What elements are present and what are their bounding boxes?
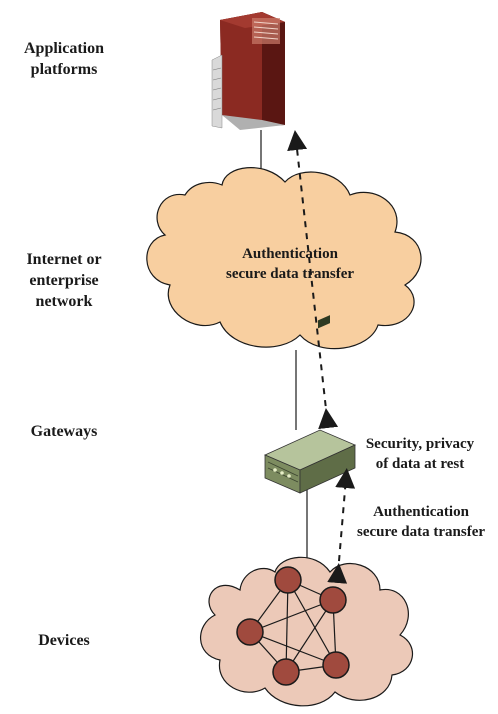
tier-label-devices: Devices <box>38 632 90 649</box>
tier-label-application-platforms: Application platforms <box>23 40 104 78</box>
tier-label-network: Internet or enterprise network <box>26 251 102 310</box>
device-node <box>236 618 264 646</box>
secure-transfer-arrow-upper <box>287 130 339 430</box>
device-node <box>322 651 350 679</box>
device-node <box>272 658 300 686</box>
device-mesh <box>236 566 350 686</box>
device-link-annotation: Authentication secure data transfer <box>356 504 486 540</box>
network-cloud <box>146 167 422 350</box>
tier-label-gateways: Gateways <box>30 423 98 440</box>
server-icon <box>211 12 285 130</box>
device-node <box>319 586 347 614</box>
cloud-annotation: Authentication secure data transfer <box>225 246 355 282</box>
device-cloud <box>200 556 414 707</box>
device-node <box>274 566 302 594</box>
secure-transfer-arrow-lower <box>327 468 356 584</box>
gateway-security-annotation: Security, privacy of data at rest <box>365 436 475 472</box>
